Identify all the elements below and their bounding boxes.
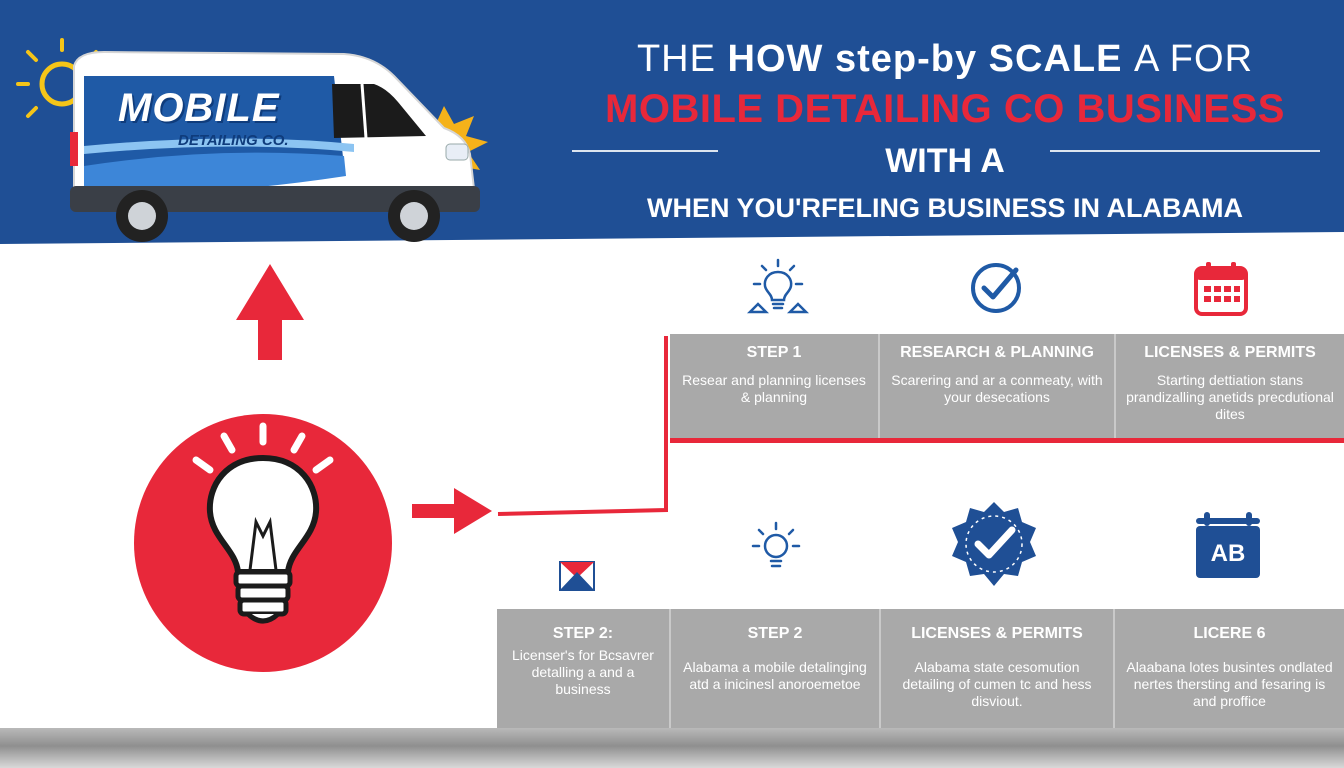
headline-line-2: MOBILE DETAILING CO BUSINESS: [605, 87, 1285, 131]
van-logo-sub: DETAILING CO.: [178, 132, 289, 149]
headline-rule-right: [1050, 150, 1320, 152]
van-illustration: [16, 38, 488, 242]
calendar-icon: [1194, 262, 1248, 316]
card-text: Alaabana lotes busintes ondlated nertes …: [1126, 659, 1333, 709]
up-arrow-icon: [236, 264, 304, 360]
ab-badge-label: AB: [1210, 540, 1246, 567]
bottom-card-2: STEP 2 Alabama a mobile detalinging atd …: [669, 609, 879, 728]
card-title: LICERE 6: [1193, 625, 1266, 642]
card-text: Resear and planning licenses & planning: [682, 372, 866, 405]
headline: THE HOW step-by SCALE A FOR MOBILE DETAI…: [560, 34, 1330, 228]
bottom-card-1: STEP 2: Licenser's for Bcsavrer detallin…: [497, 609, 669, 728]
right-arrow-icon: [412, 488, 492, 534]
top-card-1: STEP 1 Resear and planning licenses & pl…: [670, 334, 878, 438]
headline-line-4: WHEN YOU'RFELING BUSINESS IN ALABAMA: [647, 193, 1243, 223]
headline-line-1: THE HOW step-by SCALE A FOR: [636, 38, 1254, 80]
card-text: Licenser's for Bcsavrer detalling a and …: [512, 647, 654, 697]
checkmark-circle-icon: [971, 263, 1021, 313]
van-logo-main: MOBILE: [118, 86, 280, 130]
top-cards-red-underline: [670, 438, 1344, 443]
card-title: STEP 2:: [552, 625, 614, 642]
card-title: LICENSES & PERMITS: [1144, 344, 1316, 361]
verified-badge-icon: [952, 502, 1036, 586]
card-title: LICENSES & PERMITS: [911, 625, 1083, 642]
top-step-cards: STEP 1 Resear and planning licenses & pl…: [670, 334, 1344, 438]
ab-calendar-icon: [1196, 512, 1260, 578]
lightbulb-idea-icon: [746, 258, 810, 314]
headline-line-3: WITH A: [885, 142, 1005, 180]
bottom-step-cards: STEP 2: Licenser's for Bcsavrer detallin…: [497, 609, 1344, 728]
lightbulb-icon: [134, 414, 392, 672]
card-text: Scarering and ar a conmeaty, with your d…: [891, 372, 1103, 405]
bottom-card-4: LICERE 6 Alaabana lotes busintes ondlate…: [1113, 609, 1344, 728]
card-title: STEP 2: [747, 625, 803, 642]
connector-line: [497, 336, 668, 516]
envelope-icon: [559, 561, 595, 591]
top-card-2: RESEARCH & PLANNING Scarering and ar a c…: [878, 334, 1114, 438]
card-title: STEP 1: [746, 344, 802, 361]
sun-bulb-icon: [751, 521, 801, 568]
bottom-card-3: LICENSES & PERMITS Alabama state cesomut…: [879, 609, 1113, 728]
card-text: Alabama a mobile detalinging atd a inici…: [683, 659, 867, 692]
card-text: Alabama state cesomution detailing of cu…: [902, 659, 1092, 709]
card-text: Starting dettiation stans prandizalling …: [1126, 372, 1334, 422]
headline-rule-left: [572, 150, 718, 152]
card-title: RESEARCH & PLANNING: [900, 344, 1094, 361]
bottom-gradient-bar: [0, 728, 1344, 768]
top-card-3: LICENSES & PERMITS Starting dettiation s…: [1114, 334, 1344, 438]
